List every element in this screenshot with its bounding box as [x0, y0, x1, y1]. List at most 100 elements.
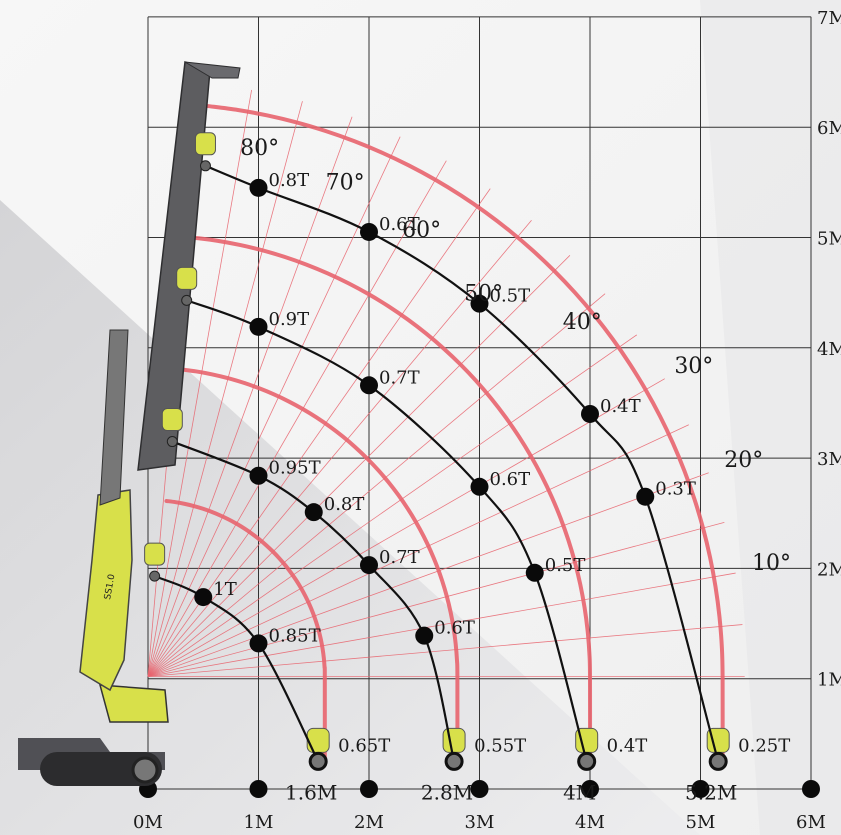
load-point: [360, 376, 378, 395]
load-curve: [205, 164, 720, 762]
hook-block: [161, 408, 183, 432]
load-point-label: 0.5T: [490, 286, 531, 307]
angle-ray: [147, 378, 665, 677]
x-tick-label: 4M: [575, 812, 605, 833]
y-tick-label: 5M: [817, 229, 841, 250]
load-point-label: 0.85T: [269, 625, 321, 646]
tip-load-label: 0.65T: [338, 735, 390, 756]
angle-label: 80°: [240, 136, 279, 161]
load-point-label: 0.9T: [269, 309, 310, 330]
angle-label: 40°: [563, 310, 602, 335]
reach-label: 4M: [563, 780, 596, 804]
angle-ray: [147, 334, 638, 677]
y-tick-label: 7M: [817, 8, 841, 29]
x-axis-dot: [581, 780, 599, 798]
x-axis-dot: [470, 780, 489, 798]
load-point-label: 0.6T: [490, 469, 531, 490]
reach-label: 1.6M: [285, 780, 337, 804]
load-points: [149, 160, 728, 771]
reach-label: 5.2M: [685, 780, 737, 804]
load-point-label: 0.3T: [655, 479, 696, 500]
y-tick-label: 3M: [817, 449, 841, 470]
angle-ray: [147, 472, 709, 677]
x-tick-label: 0M: [133, 812, 163, 833]
y-tick-label: 1M: [817, 670, 841, 691]
background-shade-right: [700, 0, 841, 835]
angle-label: 70°: [326, 170, 365, 195]
load-point: [249, 178, 268, 197]
load-point-label: 0.8T: [269, 170, 310, 191]
angle-label: 30°: [674, 354, 713, 379]
load-point: [470, 477, 489, 496]
tip-pin: [308, 751, 328, 771]
reach-arc: [164, 498, 327, 763]
tip-pin: [577, 751, 597, 771]
hook-pin: [199, 160, 211, 172]
hook-pin: [166, 436, 178, 448]
tip-load-label: 0.4T: [607, 735, 648, 756]
angle-ray: [147, 572, 736, 677]
load-point-label: 0.7T: [379, 547, 420, 568]
y-tick-label: 6M: [817, 118, 841, 139]
load-point-label: 0.5T: [545, 555, 586, 576]
angle-ray: [147, 624, 743, 677]
x-tick-label: 1M: [244, 812, 274, 833]
load-point: [415, 626, 434, 645]
tip-hook-block: [442, 727, 466, 753]
load-point: [304, 503, 323, 522]
crane-track: [40, 752, 162, 786]
load-point-label: 0.6T: [434, 618, 475, 639]
angle-ray: [147, 521, 725, 677]
load-point-label: 1T: [213, 579, 236, 600]
load-point: [194, 588, 213, 607]
angle-ray: [147, 101, 303, 677]
y-tick-label: 2M: [817, 559, 841, 580]
angle-ray: [147, 293, 606, 677]
tip-pin: [708, 751, 728, 771]
angle-label: 20°: [724, 448, 763, 473]
load-point: [360, 222, 378, 241]
load-point-label: 0.4T: [600, 396, 641, 417]
hook-block: [176, 266, 198, 290]
angle-ray: [147, 219, 532, 677]
crane-first-section: [79, 489, 133, 692]
tip-load-label: 0.55T: [474, 735, 526, 756]
load-point-label: 0.8T: [324, 494, 365, 515]
x-tick-label: 2M: [354, 812, 384, 833]
x-axis-dot: [691, 780, 710, 798]
load-point: [525, 563, 544, 582]
reach-arc: [192, 235, 593, 763]
crane-base: [98, 684, 169, 723]
load-point: [360, 556, 378, 575]
crane-link: [99, 329, 129, 506]
angle-label: 60°: [402, 218, 441, 243]
reach-arcs: [164, 104, 725, 763]
load-point: [249, 466, 268, 485]
grid: [139, 16, 820, 798]
crane-wheel: [131, 756, 159, 784]
hook-pin: [181, 294, 193, 306]
load-point: [249, 634, 268, 653]
reach-label: 2.8M: [421, 780, 473, 804]
crane-boom-tip: [184, 61, 241, 79]
load-point-label: 0.7T: [379, 367, 420, 388]
angle-ray: [147, 424, 689, 677]
load-point-label: 0.95T: [269, 458, 321, 479]
tip-load-label: 0.25T: [738, 735, 790, 756]
load-point-label: 0.6T: [379, 214, 420, 235]
angle-label: 50°: [464, 281, 503, 306]
x-tick-label: 6M: [796, 812, 826, 833]
x-axis-dot: [802, 780, 820, 798]
x-axis-dot: [360, 780, 378, 798]
load-point: [636, 487, 655, 506]
crane-decal: SS1.0: [103, 573, 117, 600]
reach-arc: [178, 367, 460, 763]
load-point: [249, 317, 268, 336]
load-point: [581, 404, 599, 423]
tip-pin: [444, 751, 464, 771]
reach-arc: [206, 104, 725, 763]
angle-ray: [147, 89, 253, 677]
